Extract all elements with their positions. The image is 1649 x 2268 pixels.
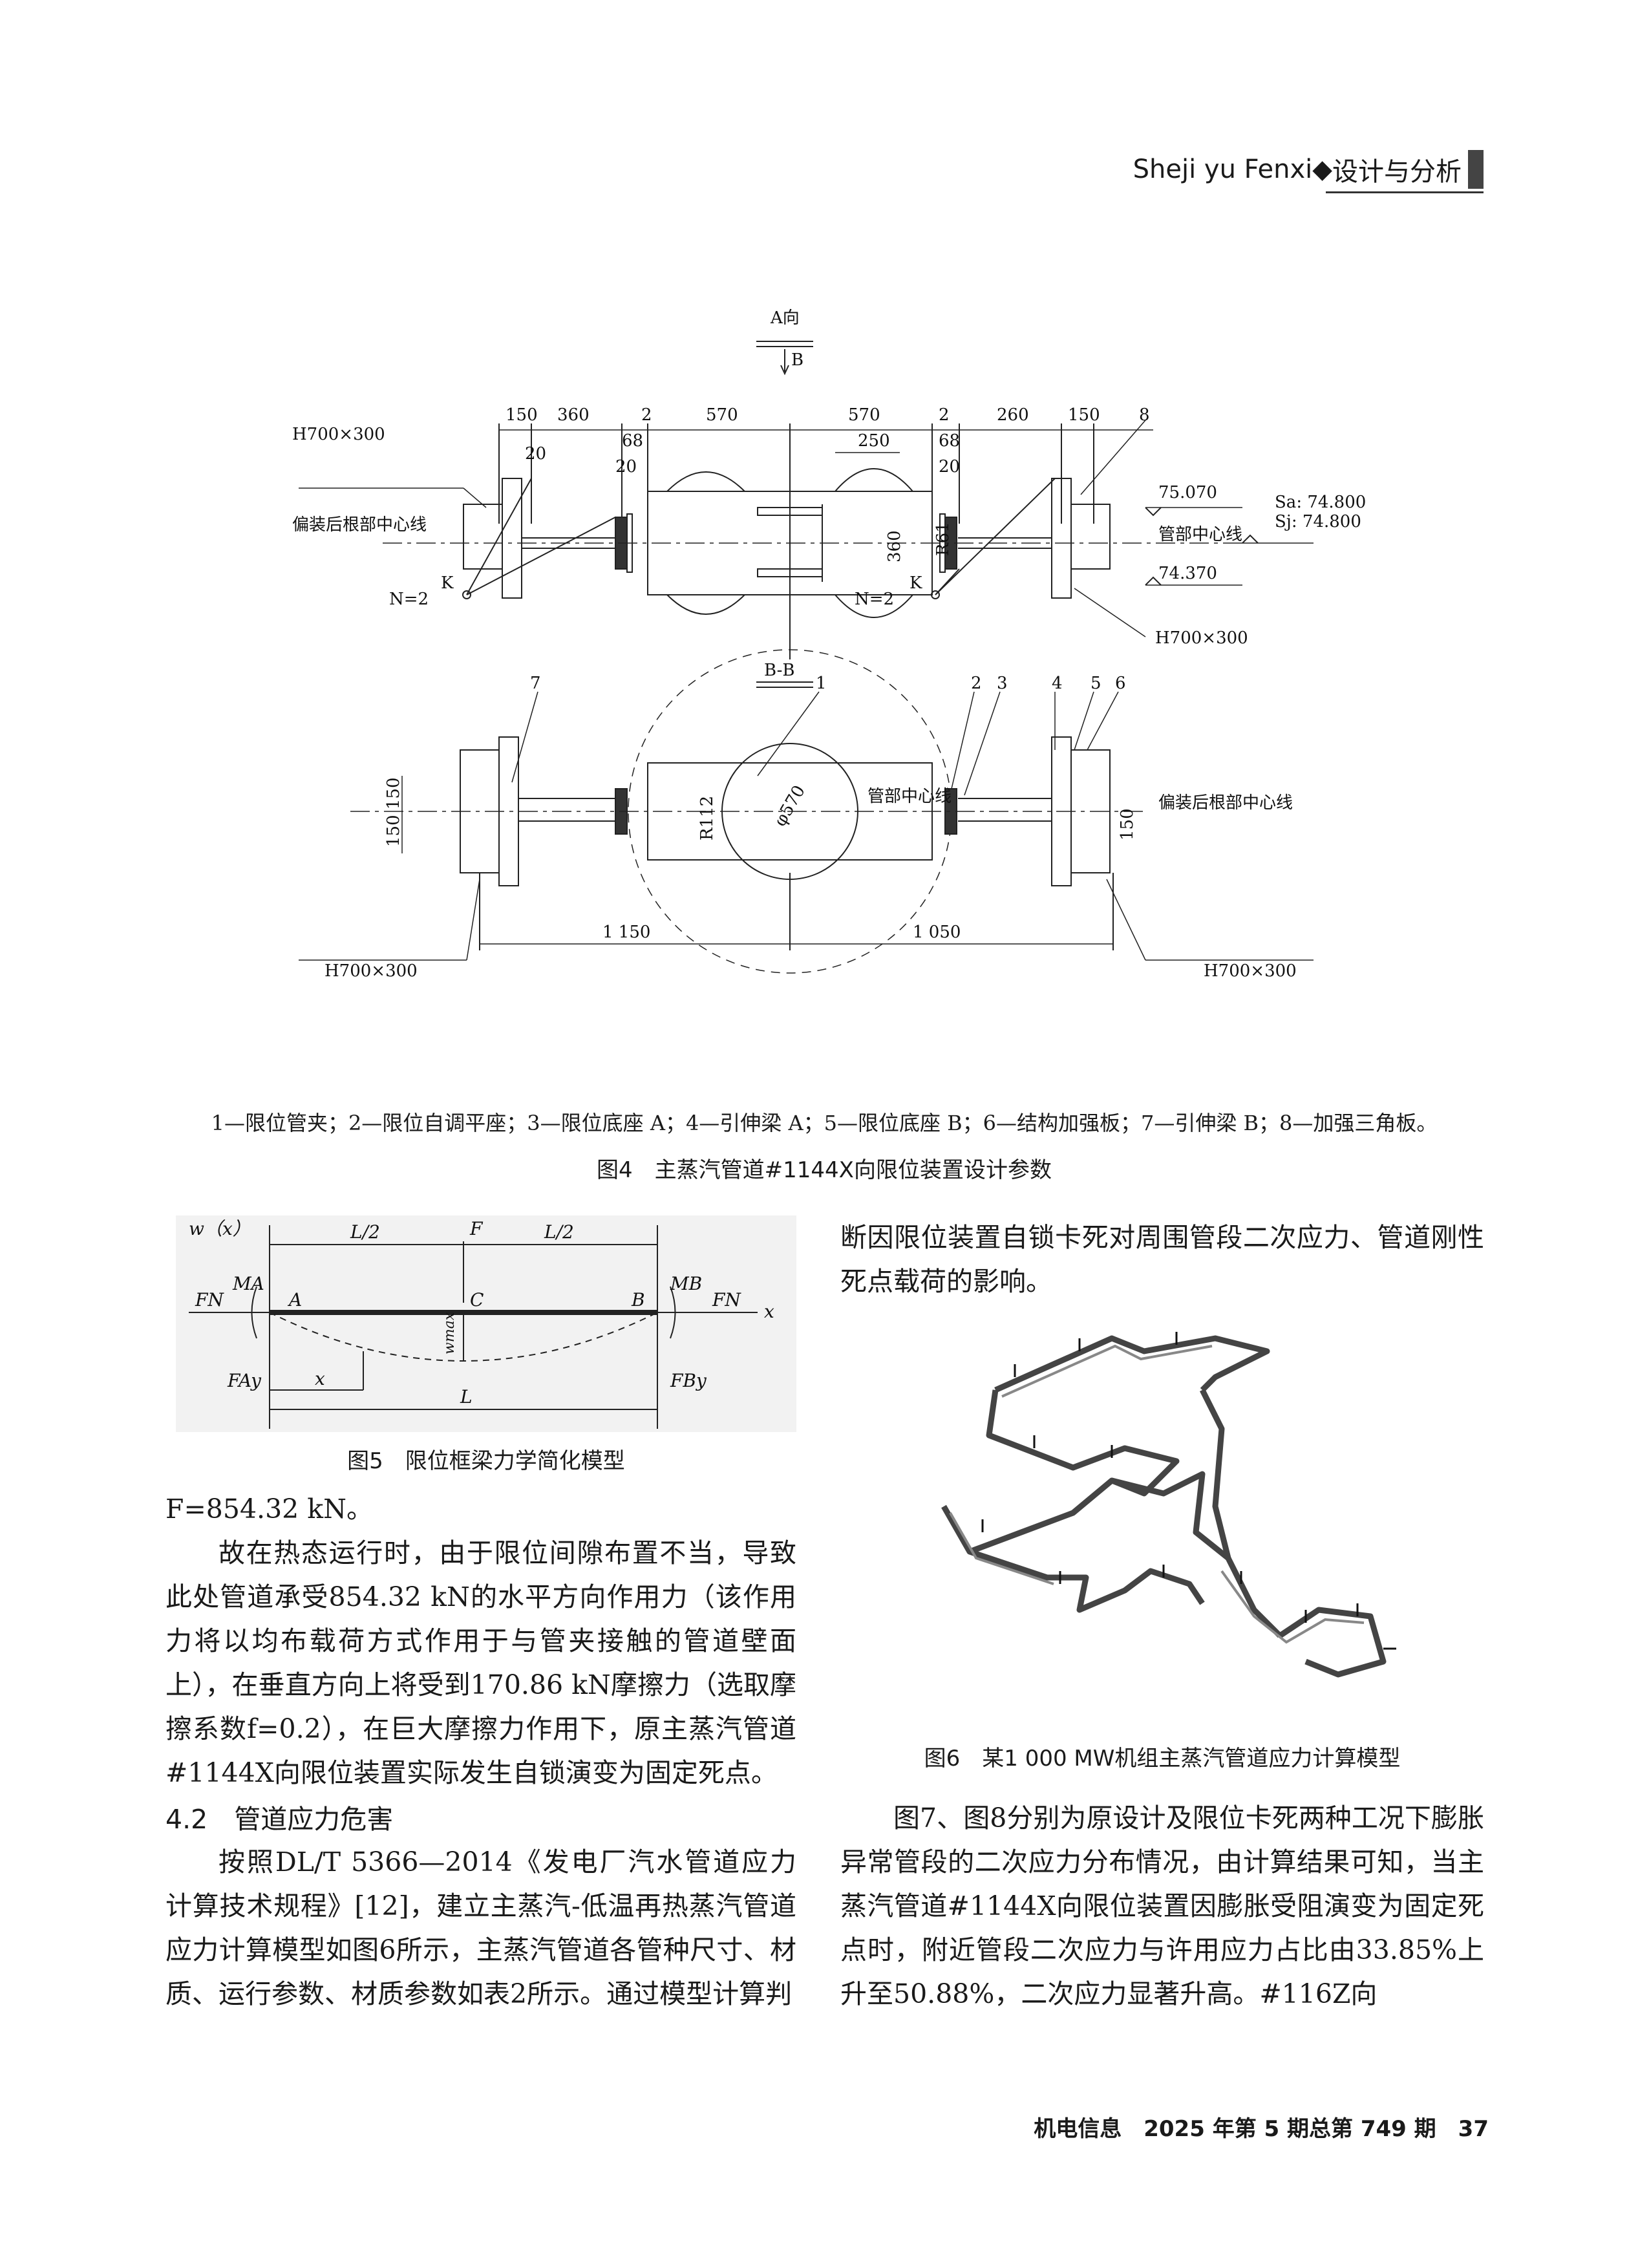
header-rule [1326, 191, 1484, 193]
left-paragraph-2: 按照DL/T 5366—2014《发电厂汽水管道应力计算技术规程》[12]，建立… [165, 1846, 796, 2009]
right-column-text: 断因限位装置自锁卡死对周围管段二次应力、管道刚性死点载荷的影响。 [840, 1215, 1484, 1303]
elev-75070: 75.070 [1158, 483, 1217, 502]
h-beam-label-3: H700×300 [324, 961, 418, 981]
figure-4-caption: 图4 主蒸汽管道#1144X向限位装置设计参数 [597, 1157, 1052, 1183]
diamond-icon: ◆ [1312, 155, 1332, 184]
h-beam-label-4: H700×300 [1204, 961, 1297, 981]
item-2-label: 2 [971, 674, 982, 693]
offset-centerline-label-bb: 偏装后根部中心线 [1158, 793, 1293, 813]
fig5-wmax: wmax [442, 1312, 458, 1354]
item-1-label: 1 [816, 674, 827, 693]
fig5-point-a: A [287, 1289, 302, 1311]
fig5-l2-right: L/2 [544, 1221, 574, 1243]
fig5-fn-left: FN [195, 1289, 224, 1311]
fig5-moment-a: MA [232, 1273, 264, 1294]
dim-150: 150 [505, 405, 538, 425]
dim-260: 260 [997, 405, 1029, 425]
dim-570-left: 570 [706, 405, 738, 425]
dim-360-vertical: 360 [885, 530, 904, 562]
fig5-fay: FAy [227, 1370, 262, 1391]
figure-4-legend: 1—限位管夹；2—限位自调平座；3—限位底座 A；4—引伸梁 A；5—限位底座 … [211, 1111, 1438, 1135]
header-tab-marker [1468, 150, 1484, 189]
section-heading-4-2: 4.2 管道应力危害 [165, 1804, 394, 1835]
k-label: K [441, 573, 454, 593]
force-result: F=854.32 kN。 [165, 1493, 374, 1524]
figure-6-caption: 图6 某1 000 MW机组主蒸汽管道应力计算模型 [924, 1746, 1401, 1771]
phi570-label: φ570 [771, 782, 809, 830]
dim-570-right: 570 [848, 405, 880, 425]
dim-68: 68 [622, 431, 643, 451]
r112-label: R112 [697, 796, 717, 840]
dim-150-150: 150 150 [384, 777, 403, 847]
fig5-force-f: F [469, 1218, 484, 1239]
item-4-label: 4 [1052, 674, 1063, 693]
figure-5-caption: 图5 限位框梁力学简化模型 [347, 1448, 625, 1474]
h-beam-label-2: H700×300 [1155, 628, 1248, 648]
left-paragraph-1: 故在热态运行时，由于限位间隙布置不当，导致此处管道承受854.32 kN的水平方… [165, 1537, 796, 1788]
header-pinyin: Sheji yu Fenxi [1133, 155, 1313, 184]
figure-4-drawing: A向 B 150 360 2 570 570 2 260 150 250 68 … [292, 308, 1366, 981]
fig5-fn-right: FN [712, 1289, 741, 1311]
figure-5-beam-diagram: w（x） L/2 L/2 F MA MB FN FN A C B x x wma… [176, 1215, 796, 1432]
k-label-right: K [910, 573, 922, 593]
dim-20-right: 20 [939, 457, 960, 476]
elev-sa: Sa: 74.800 [1275, 493, 1366, 512]
page-footer: 机电信息 2025 年第 5 期总第 749 期 37 [1034, 2116, 1489, 2142]
header-section: 设计与分析 [1332, 157, 1462, 187]
dim-150-right: 150 [1068, 405, 1100, 425]
left-column-text: F=854.32 kN。 故在热态运行时，由于限位间隙布置不当，导致此处管道承受… [165, 1487, 796, 1795]
fig5-point-b: B [631, 1289, 645, 1311]
dim-250: 250 [858, 431, 890, 451]
item-8-label: 8 [1139, 405, 1150, 425]
right-paragraph-2: 图7、图8分别为原设计及限位卡死两种工况下膨胀异常管段的二次应力分布情况，由计算… [840, 1803, 1484, 2009]
dim-68-right: 68 [939, 431, 960, 451]
view-b-label: B [791, 350, 803, 370]
figure-6-pipe-model [941, 1332, 1396, 1678]
right-column-text-2: 图7、图8分别为原设计及限位卡死两种工况下膨胀异常管段的二次应力分布情况，由计算… [840, 1796, 1484, 2016]
left-column-text-2: 按照DL/T 5366—2014《发电厂汽水管道应力计算技术规程》[12]，建立… [165, 1840, 796, 2016]
fig5-l2-left: L/2 [350, 1221, 380, 1243]
section-bb-label: B-B [764, 661, 794, 680]
item-3-label: 3 [997, 674, 1008, 693]
pipe-centerline-label-bb: 管部中心线 [867, 787, 952, 806]
dim-20: 20 [525, 444, 546, 464]
elev-sj: Sj: 74.800 [1275, 512, 1361, 531]
dim-1050: 1 050 [913, 923, 961, 942]
running-header: Sheji yu Fenxi ◆ 设计与分析 [1133, 150, 1484, 189]
r61-label: R61 [933, 522, 953, 556]
item-5-label: 5 [1090, 674, 1101, 693]
right-paragraph-1: 断因限位装置自锁卡死对周围管段二次应力、管道刚性死点载荷的影响。 [840, 1222, 1484, 1297]
dim-360: 360 [557, 405, 590, 425]
item-7-label: 7 [530, 674, 541, 693]
offset-centerline-label: 偏装后根部中心线 [292, 515, 427, 535]
dim-2-right: 2 [939, 405, 950, 425]
h-beam-label-1: H700×300 [292, 425, 385, 444]
fig5-moment-b: MB [670, 1273, 702, 1294]
item-6-label: 6 [1115, 674, 1126, 693]
dim-1150: 1 150 [602, 923, 650, 942]
n2-label: N=2 [389, 590, 429, 609]
fig5-fby: FBy [670, 1370, 707, 1391]
fig5-wx-label: w（x） [189, 1218, 251, 1239]
dim-2: 2 [641, 405, 652, 425]
elev-74370: 74.370 [1158, 564, 1217, 583]
fig5-x-axis: x [764, 1301, 774, 1322]
pipe-centerline-label: 管部中心线 [1158, 525, 1242, 544]
fig5-length-l: L [460, 1386, 473, 1407]
dim-150-bb: 150 [1118, 808, 1137, 840]
n2-label-right: N=2 [855, 590, 894, 609]
dim-20b: 20 [615, 457, 637, 476]
view-a-label: A向 [770, 308, 800, 328]
fig5-point-c: C [470, 1289, 484, 1311]
fig5-x-dim: x [315, 1368, 325, 1389]
